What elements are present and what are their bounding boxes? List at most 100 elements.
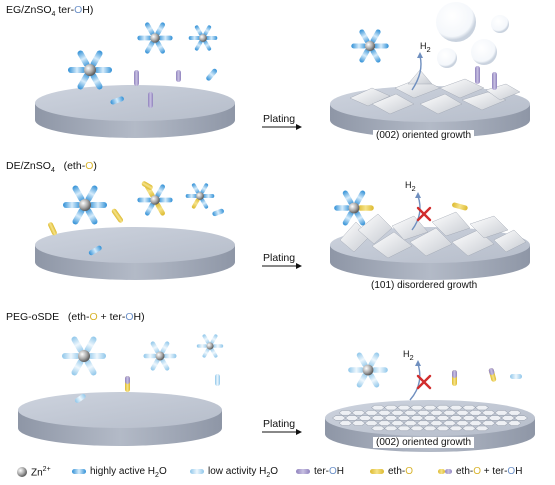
hex-platelet [403, 410, 418, 416]
water-molecule [110, 96, 124, 105]
hex-platelet [345, 415, 359, 421]
hex-platelet [410, 415, 424, 421]
hex-platelet [351, 420, 366, 426]
hex-platelet [384, 404, 398, 411]
h2-bubble [491, 15, 509, 33]
water-molecule [74, 393, 86, 403]
legend: Zn2+ highly active H2O low activity H2O … [0, 462, 555, 482]
hex-platelet [449, 404, 463, 411]
row-3-label: PEG-oSDE (eth-O + ter-OH) [6, 311, 145, 323]
plating-label: Plating [263, 113, 296, 125]
zn-solvation-complex [188, 25, 218, 51]
growth-caption: (002) oriented growth [373, 437, 475, 448]
hex-platelet [488, 415, 502, 421]
electrode-disk [18, 392, 222, 446]
h2-label: H2 [403, 349, 414, 362]
hex-platelet [377, 410, 392, 416]
hex-platelet [358, 415, 372, 421]
hex-platelet [371, 425, 385, 432]
electrode-disk [35, 85, 235, 138]
eth-o-molecule [111, 208, 124, 223]
high-water-icon [72, 469, 86, 474]
hex-platelet [423, 404, 437, 411]
plated-disk [330, 69, 530, 138]
blocked-cross-icon [416, 374, 432, 390]
water-molecule [206, 68, 218, 81]
hex-platelet [397, 404, 411, 411]
h2-label: H2 [405, 180, 416, 193]
water-molecule [215, 374, 220, 386]
ter-oh-molecule [475, 66, 480, 84]
hex-platelet [436, 415, 450, 421]
legend-high-water: highly active H2O [90, 466, 167, 479]
h2-bubble [436, 2, 476, 42]
hex-platelet [442, 410, 457, 416]
zn-solvation-complex [185, 183, 215, 209]
electrode-disk [35, 227, 235, 280]
hex-platelet [384, 425, 398, 432]
growth-caption: (101) disordered growth [368, 280, 481, 291]
hex-platelet [481, 420, 496, 426]
h2-label: H2 [420, 41, 431, 54]
legend-low-water: low activity H2O [208, 466, 279, 479]
legend-combo: eth-O + ter-OH [456, 466, 523, 477]
hex-platelet [501, 415, 515, 421]
hex-platelet [410, 404, 424, 411]
ter-oh-molecule [148, 92, 153, 108]
row-3 [18, 334, 535, 452]
zn-solvation-complex [348, 352, 388, 388]
zinc-deposit-hexagons [332, 404, 528, 432]
water-molecule [212, 208, 224, 217]
plating-arrow [262, 263, 302, 269]
blocked-cross-icon [416, 206, 432, 222]
low-water-icon [190, 469, 204, 474]
hex-platelet [514, 415, 528, 421]
hex-platelet [455, 410, 470, 416]
zn-solvation-complex [137, 22, 173, 54]
hex-platelet [475, 404, 489, 411]
hex-platelet [338, 420, 353, 426]
plating-arrow [262, 429, 302, 435]
ter-oh-icon [296, 469, 310, 474]
zinc-deposit-flakes [339, 211, 527, 259]
hex-platelet [494, 420, 509, 426]
eth-o-molecule [452, 202, 468, 211]
hex-platelet [455, 420, 470, 426]
row-1 [35, 2, 530, 138]
hex-platelet [475, 425, 489, 432]
legend-eth-o: eth-O [388, 466, 414, 477]
hex-platelet [468, 410, 483, 416]
hex-platelet [332, 415, 346, 421]
eth-o-molecule [141, 181, 153, 190]
row-1-label: EG/ZnSO4 ter-OH) [6, 4, 94, 19]
hex-platelet [462, 425, 476, 432]
zn-solvation-complex [137, 184, 173, 216]
zn-solvation-complex [63, 185, 107, 225]
hex-platelet [410, 425, 424, 432]
hex-platelet [429, 420, 444, 426]
hex-platelet [494, 410, 509, 416]
hex-platelet [371, 415, 385, 421]
eth-o-molecule [48, 222, 57, 236]
hex-platelet [436, 425, 450, 432]
hex-platelet [390, 410, 405, 416]
legend-ter-oh: ter-OH [314, 466, 345, 477]
hex-platelet [449, 415, 463, 421]
hex-platelet [403, 420, 418, 426]
hex-platelet [384, 415, 398, 421]
legend-icons [17, 467, 452, 477]
hex-platelet [449, 425, 463, 432]
hex-platelet [442, 420, 457, 426]
hex-platelet [462, 415, 476, 421]
h2-release-arrow [411, 195, 421, 231]
ter-oh-molecule [134, 70, 139, 86]
h2-bubble [471, 39, 497, 65]
zinc-deposit-flakes [349, 69, 521, 115]
hex-platelet [481, 410, 496, 416]
eth-o-icon [370, 469, 384, 474]
hex-platelet [429, 410, 444, 416]
zn-solvation-complex [143, 341, 177, 371]
combo-icon-purple [445, 469, 452, 474]
hex-platelet [351, 410, 366, 416]
